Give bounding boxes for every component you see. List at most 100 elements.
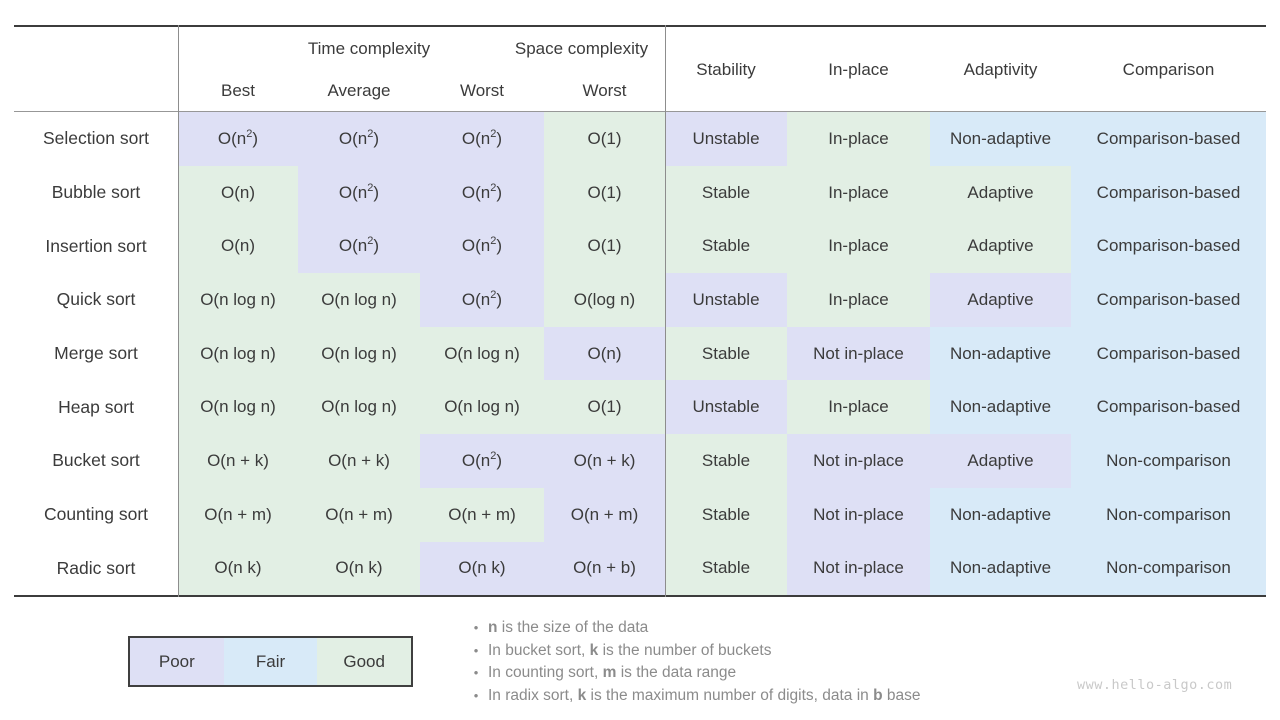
col-header-stability: Stability — [696, 60, 756, 79]
row-label: Quick sort — [14, 273, 178, 327]
table-header: Time complexity Space complexity Best Av… — [14, 25, 1266, 112]
legend-item-good: Good — [317, 638, 412, 685]
footnote-text: n is the size of the data — [488, 619, 649, 636]
table-cell: Adaptive — [930, 273, 1071, 327]
table-cell: Comparison-based — [1071, 326, 1266, 381]
table-cell: O(n) — [178, 165, 298, 220]
table-cell: O(n) — [178, 219, 298, 274]
table-cell: O(n log n) — [298, 380, 420, 435]
table-cell: Comparison-based — [1071, 380, 1266, 435]
col-header-worst-space: Worst — [582, 81, 627, 100]
vertical-divider-labels — [178, 25, 179, 597]
table-cell: Non-comparison — [1071, 487, 1266, 542]
footnote-text: In radix sort, k is the maximum number o… — [488, 687, 921, 705]
header-group-space-complexity: Space complexity — [514, 39, 649, 58]
table-cell: Stable — [665, 165, 787, 220]
legend-item-fair: Fair — [223, 638, 318, 685]
table-cell: In-place — [787, 165, 930, 220]
table-cell: Comparison-based — [1071, 219, 1266, 274]
table-cell: Comparison-based — [1071, 112, 1266, 166]
row-label: Bucket sort — [14, 434, 178, 488]
table-cell: O(n) — [544, 326, 665, 381]
table-cell: O(n + b) — [544, 541, 665, 596]
row-label: Radic sort — [14, 541, 178, 596]
table-cell: O(n + m) — [544, 487, 665, 542]
table-cell: In-place — [787, 380, 930, 435]
table-cell: O(n + m) — [178, 487, 298, 542]
table-cell: Stable — [665, 434, 787, 488]
table-cell: O(n log n) — [178, 326, 298, 381]
col-header-comparison: Comparison — [1122, 60, 1215, 79]
table-cell: Not in-place — [787, 541, 930, 596]
table-cell: O(n k) — [178, 541, 298, 596]
bullet-icon: • — [473, 688, 479, 704]
bullet-icon: • — [473, 665, 479, 681]
table-cell: O(n + k) — [544, 434, 665, 488]
row-label: Heap sort — [14, 380, 178, 435]
row-label: Insertion sort — [14, 219, 178, 274]
table-cell: Comparison-based — [1071, 273, 1266, 327]
table-cell: Non-comparison — [1071, 434, 1266, 488]
watermark-url: www.hello-algo.com — [1077, 677, 1233, 693]
legend-item-poor: Poor — [130, 638, 224, 685]
table-cell: O(n log n) — [178, 380, 298, 435]
table-cell: O(n k) — [420, 541, 544, 596]
table-cell: Non-adaptive — [930, 487, 1071, 542]
col-header-in-place: In-place — [828, 60, 889, 79]
table-cell: O(n log n) — [420, 380, 544, 435]
row-label: Counting sort — [14, 487, 178, 542]
table-cell: Adaptive — [930, 434, 1071, 488]
table-cell: Non-adaptive — [930, 541, 1071, 596]
table-cell: Non-adaptive — [930, 112, 1071, 166]
table-cell: Stable — [665, 541, 787, 596]
table-cell: O(n log n) — [298, 273, 420, 327]
table-cell: O(1) — [544, 165, 665, 220]
table-cell: O(n + k) — [298, 434, 420, 488]
table-cell: O(n + m) — [298, 487, 420, 542]
table-cell: Unstable — [665, 273, 787, 327]
table-cell: Not in-place — [787, 326, 930, 381]
footnotes: • n is the size of the data • In bucket sor… — [464, 617, 921, 708]
table-cell: Not in-place — [787, 487, 930, 542]
table-cell: O(log n) — [544, 273, 665, 327]
footnote-line: • n is the size of the data — [464, 617, 920, 640]
table-cell: O(n k) — [298, 541, 420, 596]
footnote-text: In bucket sort, k is the number of bucke… — [488, 641, 772, 659]
table-cell: Stable — [665, 326, 787, 381]
bullet-icon: • — [473, 620, 479, 635]
row-label: Merge sort — [14, 326, 178, 381]
table-cell: O(1) — [544, 112, 665, 166]
table-cell: Non-comparison — [1071, 541, 1266, 596]
table-cell: O(1) — [544, 219, 665, 274]
table-cell: O(n + k) — [178, 434, 298, 488]
col-header-best: Best — [220, 81, 256, 100]
table-cell: O(n log n) — [298, 326, 420, 381]
comparison-table: Time complexity Space complexity Best Av… — [14, 25, 1266, 598]
table-cell: O(n log n) — [178, 273, 298, 327]
footnote-text: In counting sort, m is the data range — [488, 664, 737, 682]
footnote-line: • In counting sort, m is the data range — [464, 662, 920, 685]
table-cell: Adaptive — [930, 219, 1071, 274]
bullet-icon: • — [473, 642, 479, 658]
col-header-average: Average — [327, 81, 391, 100]
table-cell: Non-adaptive — [930, 326, 1071, 381]
table-cell: Non-adaptive — [930, 380, 1071, 435]
footnote-line: • In bucket sort, k is the number of buck… — [464, 640, 920, 663]
row-label: Selection sort — [14, 112, 178, 166]
table-cell: In-place — [787, 273, 930, 327]
table-cell: Not in-place — [787, 434, 930, 488]
table-cell: Stable — [665, 219, 787, 274]
table-cell: Comparison-based — [1071, 165, 1266, 220]
table-cell: Unstable — [665, 112, 787, 166]
table-cell: O(n + m) — [420, 487, 544, 542]
